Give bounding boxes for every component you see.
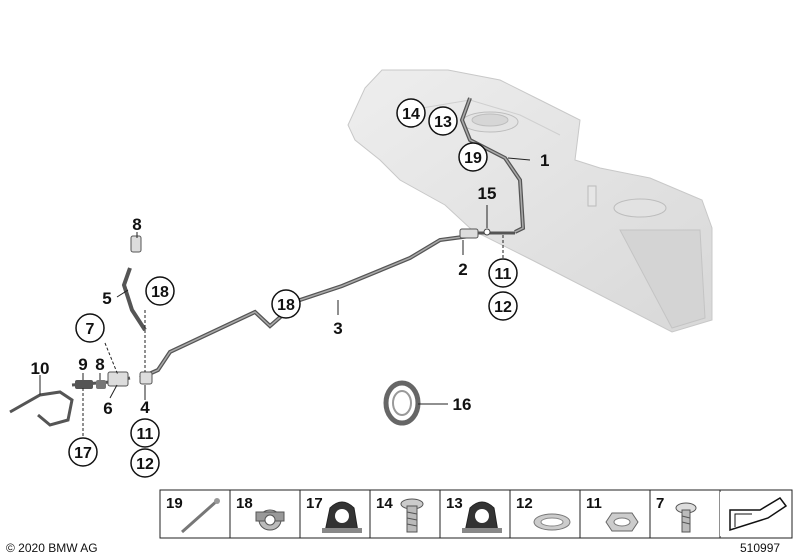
label-16: 16 (453, 395, 472, 414)
callout-11a-text: 11 (495, 266, 512, 283)
callout-7-text: 7 (86, 321, 95, 338)
label-6: 6 (103, 399, 112, 418)
rubber-clip-icon (462, 501, 502, 533)
callout-17-text: 17 (74, 445, 92, 462)
legend-number-18: 18 (236, 495, 253, 512)
parts-legend: 19 18 17 14 13 12 11 7 (159, 489, 793, 539)
legend-number-17: 17 (306, 495, 323, 512)
legend-number-19: 19 (166, 495, 183, 512)
legend-cell-13: 13 (439, 490, 502, 538)
hose-clamp-16 (383, 380, 421, 426)
callout-7: 7 (75, 313, 105, 343)
callout-12a: 12 (488, 291, 518, 321)
legend-cell-17: 17 (299, 490, 362, 538)
callout-11b: 11 (130, 418, 160, 448)
legend-arrow-cell (720, 492, 790, 536)
label-8b: 8 (95, 355, 104, 374)
legend-cell-11: 11 (579, 490, 639, 538)
strap-tie-icon (181, 498, 220, 534)
vent-line-10 (9, 390, 74, 427)
sealing-ring-icon (533, 513, 571, 531)
arrow-icon (729, 497, 788, 532)
callout-19-text: 19 (464, 150, 482, 167)
label-9: 9 (78, 355, 87, 374)
fuel-tank (347, 69, 713, 333)
legend-cell-18: 18 (229, 490, 285, 538)
callout-11a: 11 (488, 258, 518, 288)
callout-18b: 18 (145, 276, 175, 306)
legend-cell-12: 12 (509, 490, 571, 538)
legend-cell-14: 14 (369, 490, 424, 538)
callout-12b-text: 12 (136, 456, 154, 473)
label-5: 5 (102, 289, 111, 308)
label-15: 15 (478, 184, 497, 203)
screw-icon (400, 498, 424, 533)
legend-number-7: 7 (656, 495, 664, 512)
rubber-clip-icon (322, 501, 362, 533)
legend-cell-19: 19 (166, 495, 220, 534)
callout-18a-text: 18 (277, 297, 295, 314)
label-4: 4 (140, 398, 150, 417)
label-8a: 8 (132, 215, 141, 234)
legend-number-14: 14 (376, 495, 393, 512)
callout-18a: 18 (271, 289, 301, 319)
callout-13: 13 (428, 106, 458, 136)
hex-nut-icon (605, 512, 639, 532)
callout-12b: 12 (130, 448, 160, 478)
diagram-id: 510997 (740, 541, 781, 555)
vent-line-5 (121, 267, 147, 332)
callout-11b-text: 11 (137, 426, 154, 443)
legend-cell-7: 7 (649, 490, 697, 538)
vent-line-3 (139, 234, 471, 380)
legend-number-11: 11 (586, 495, 602, 512)
callout-14: 14 (396, 98, 426, 128)
callout-19: 19 (458, 142, 488, 172)
legend-number-13: 13 (446, 495, 463, 512)
callout-12a-text: 12 (494, 299, 512, 316)
pipe-clamp-icon (255, 509, 285, 531)
label-2: 2 (458, 260, 467, 279)
callout-13-text: 13 (434, 114, 452, 131)
legend-number-12: 12 (516, 495, 533, 512)
clip-screw-icon (675, 502, 697, 533)
callout-18b-text: 18 (151, 284, 169, 301)
copyright-text: © 2020 BMW AG (6, 541, 98, 555)
label-3: 3 (333, 319, 342, 338)
callout-17: 17 (68, 437, 98, 467)
callout-14-text: 14 (402, 106, 420, 123)
label-1: 1 (540, 151, 549, 170)
leader-lines (39, 157, 531, 438)
label-10: 10 (31, 359, 50, 378)
